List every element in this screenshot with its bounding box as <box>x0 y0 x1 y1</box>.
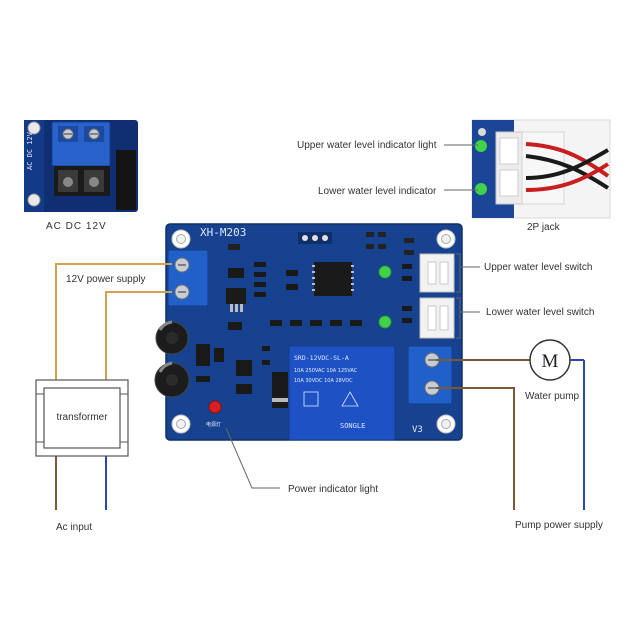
supply-wire-2 <box>105 291 172 380</box>
power-led-icon <box>208 400 222 414</box>
control-ic <box>314 262 352 296</box>
relay-text-3: 10A 30VDC 10A 28VDC <box>294 378 353 384</box>
relay-text-2: 10A 250VAC 10A 125VAC <box>294 368 358 374</box>
inset-silk-text: AC DC 12V <box>26 131 34 170</box>
upper-indicator-led-icon <box>475 140 487 152</box>
transformer-box <box>35 379 129 457</box>
pump-supply-wire-brown <box>436 387 515 510</box>
lower-indicator-led-icon <box>475 183 487 195</box>
jack-inset <box>471 119 611 219</box>
upper-switch-connector <box>419 253 455 293</box>
relay: SRD-12VDC-SL-A 10A 250VAC 10A 125VAC 10A… <box>288 345 396 441</box>
label-upper-indicator: Upper water level indicator light <box>297 140 437 151</box>
lower-switch-connector <box>419 297 455 339</box>
label-pump-supply: Pump power supply <box>515 520 603 531</box>
power-input-terminal <box>167 249 209 307</box>
v3-silk-text: V3 <box>412 425 423 435</box>
supply-wire-1 <box>55 263 172 380</box>
label-lower-switch: Lower water level switch <box>486 307 594 318</box>
relay-text-1: SRD-12VDC-SL-A <box>294 354 349 362</box>
power-silk-text: 电源灯 <box>206 421 221 428</box>
motor-icon <box>529 339 571 381</box>
label-12v-supply: 12V power supply <box>66 274 146 285</box>
label-water-pump: Water pump <box>525 391 580 402</box>
label-transformer: transformer <box>56 412 108 423</box>
label-lower-indicator: Lower water level indicator <box>318 186 437 197</box>
motor-symbol: M <box>542 351 559 372</box>
label-power-light: Power indicator light <box>288 484 378 495</box>
label-ac-input: Ac input <box>56 522 92 533</box>
board-model-text: XH-M203 <box>200 226 246 239</box>
label-jack: 2P jack <box>527 222 561 233</box>
relay-brand-text: SONGLE <box>340 422 365 430</box>
pcb-board: XH-M203 <box>154 223 463 441</box>
power-terminal-inset: AC DC 12V <box>24 120 138 212</box>
inset-caption: AC DC 12V <box>46 221 107 232</box>
label-upper-switch: Upper water level switch <box>484 262 592 273</box>
